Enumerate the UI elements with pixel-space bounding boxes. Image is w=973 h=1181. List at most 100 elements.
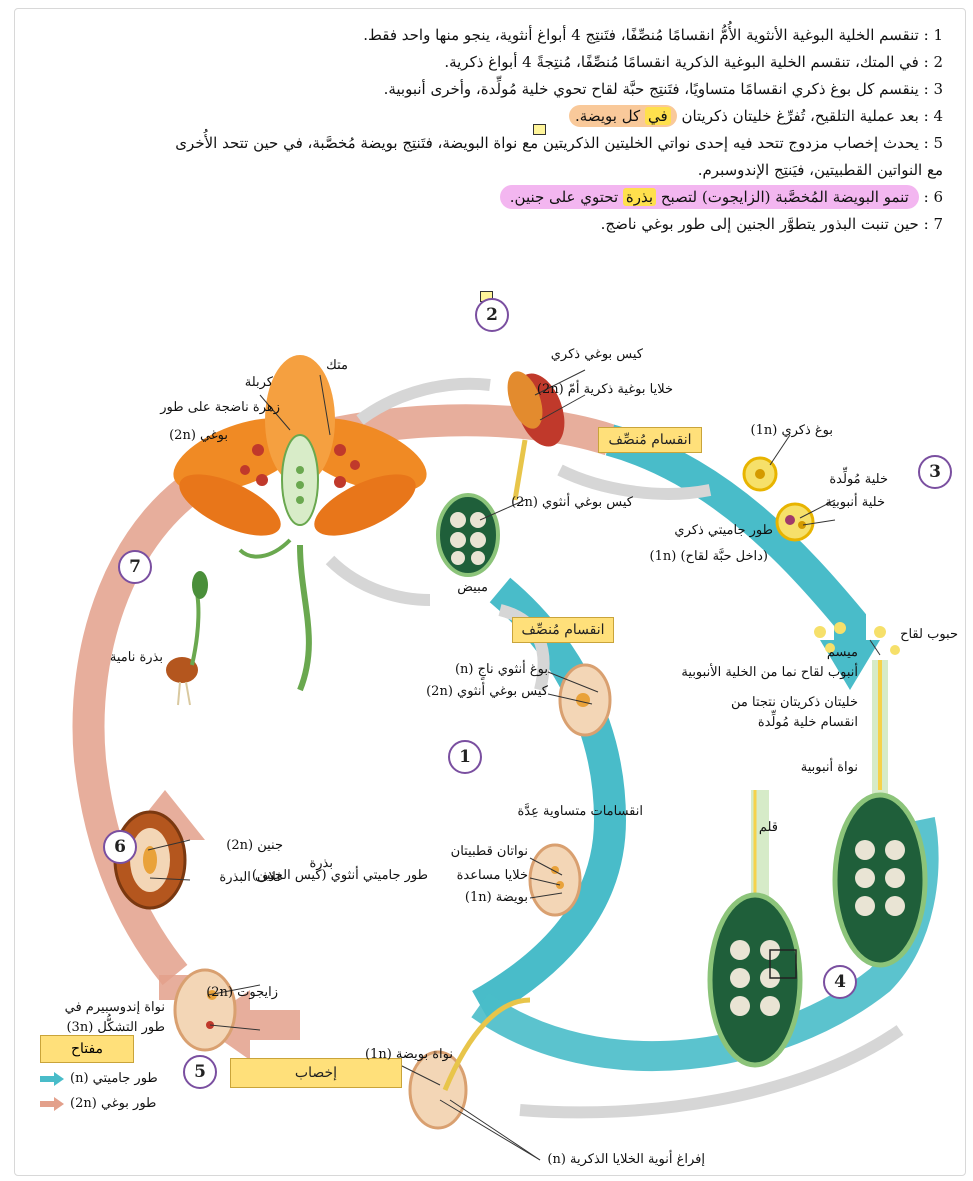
label-polar-nuclei: نواتان قطبيتان <box>450 844 528 859</box>
grey-arrow-2 <box>325 555 431 606</box>
label-mitoses: انقسامات متساوية عِدَّة <box>517 804 644 819</box>
legend: مفتاح طور جاميتي (n) طور بوغي (2n) <box>40 1035 170 1111</box>
label-male-sac: كيس بوغي ذكري <box>550 347 643 362</box>
legend-gametophyte-label: طور جاميتي (n) <box>70 1071 158 1086</box>
label-zygote: زايجوت (2n) <box>206 985 278 1000</box>
step-text: يحدث إخصاب مزدوج تتحد فيه إحدى نواتي الخ… <box>175 134 919 152</box>
label-stigma: ميسم <box>826 645 858 660</box>
legend-sporophyte-arrow-icon <box>40 1096 64 1111</box>
meiosis-box-male: انقسام مُنصِّف <box>598 427 702 453</box>
step-number: 5 : <box>923 134 943 152</box>
step-number: 1 : <box>923 26 943 44</box>
legend-gametophyte-arrow-icon <box>40 1071 64 1086</box>
step-5: 5 : يحدث إخصاب مزدوج تتحد فيه إحدى نواتي… <box>13 130 943 184</box>
grey-arrow-1 <box>356 377 491 425</box>
step-number: 6 : <box>923 188 943 206</box>
label-anther: متك <box>326 358 348 373</box>
label-two-male-cells-2: انقسام خلية مُولِّدة <box>757 715 858 730</box>
label-male-gametophyte-2: (داخل حبَّة لقاح) (1n) <box>649 549 768 564</box>
label-tube-cell: خلية أنبوبية <box>825 495 885 510</box>
leader-lines <box>147 369 881 1161</box>
step-2: 2 : في المتك، تنقسم الخلية البوغية الذكر… <box>13 49 943 76</box>
step-7: 7 : حين تنبت البذور يتطوَّر الجنين إلى ط… <box>13 211 943 238</box>
ovule-3 <box>408 997 531 1130</box>
label-male-gametophyte: طور جاميتي ذكري <box>674 523 773 538</box>
stage-badge-2: 2 <box>475 298 509 332</box>
label-release-nuclei: إفراغ أنوية الخلايا الذكرية (n) <box>547 1152 705 1167</box>
pistil-illustration <box>814 622 928 968</box>
pistil-fertilization <box>707 790 803 1068</box>
step-number: 7 : <box>923 215 943 233</box>
label-endosperm-2: طور التشكُّل (3n) <box>66 1020 165 1035</box>
label-egg-nucleus: نواة بويضة (1n) <box>364 1047 453 1062</box>
step-text: تنقسم الخلية البوغية الأنثوية الأُمُّ ان… <box>363 26 919 44</box>
label-embryo: جنين (2n) <box>226 838 283 853</box>
stage-badge-4: 4 <box>823 965 857 999</box>
grey-arrow-5 <box>519 1025 904 1119</box>
stage-badge-6: 6 <box>103 830 137 864</box>
highlight-pink: تنمو البويضة المُخصَّبة (الزايجوت) لتصبح… <box>499 185 919 209</box>
legend-sporophyte-label: طور بوغي (2n) <box>70 1096 157 1111</box>
step-1: 1 : تنقسم الخلية البوغية الأنثوية الأُمُ… <box>13 22 943 49</box>
step-text: بعد عملية التلقيح، تُفرِّغ خليتان ذكريتا… <box>676 107 919 125</box>
label-pollen: حبوب لقاح <box>900 627 958 642</box>
meiosis-box-female: انقسام مُنصِّف <box>512 617 614 643</box>
label-tube-nucleus: نواة أنبوبية <box>800 760 858 775</box>
step-text: تحتوي على جنين. <box>509 188 623 206</box>
stage-badge-3: 3 <box>918 455 952 489</box>
stage-badge-5: 5 <box>183 1055 217 1089</box>
step-text: حين تنبت البذور يتطوَّر الجنين إلى طور ب… <box>600 215 919 233</box>
ovary-illustration <box>436 493 500 577</box>
flower-illustration <box>173 355 427 692</box>
label-egg: بويضة (1n) <box>464 890 528 905</box>
highlight-orange: في كل بويضة. <box>569 105 677 127</box>
label-helper-cells: خلايا مساعدة <box>456 868 528 883</box>
label-style: قلم <box>758 820 778 835</box>
label-ovary: مبيض <box>457 580 488 595</box>
stage-badge-1: 1 <box>448 740 482 774</box>
highlight-yellow: في <box>644 107 671 125</box>
stage-badge-7: 7 <box>118 550 152 584</box>
figure-frame <box>14 8 966 1176</box>
label-carpel: كربلة <box>244 375 273 390</box>
label-male-mother-cells: خلايا بوغية ذكرية أمّ (2n) <box>536 382 673 397</box>
highlight-yellow: بذرة <box>622 188 657 206</box>
ovule-1 <box>558 663 612 737</box>
label-female-spore: بوغ أنثوي ناجٍ (n) <box>454 662 548 677</box>
seedling-illustration <box>166 571 208 706</box>
grey-arrow-3 <box>557 464 712 500</box>
pollen-grain-cell <box>775 502 815 542</box>
label-seed-coat: غلاف البذرة <box>219 870 283 885</box>
step-number: 2 : <box>923 53 943 71</box>
gametophyte-arc-female <box>472 577 627 1019</box>
label-mature-flower: زهرة ناضجة على طور <box>160 400 280 415</box>
gametophyte-arc-male <box>605 424 866 650</box>
steps-list: 1 : تنقسم الخلية البوغية الأنثوية الأُمُ… <box>13 22 943 238</box>
label-mature-flower-2: بوغي (2n) <box>169 428 228 443</box>
label-generative-cell: خلية مُولِّدة <box>829 472 888 487</box>
ovule-2 <box>528 843 582 917</box>
step-text-line2: مع النواتين القطبيتين، فيَنتِج الإندوسبر… <box>697 161 943 179</box>
label-pollen-tube: أنبوب لقاح نما من الخلية الأنبوبية <box>681 665 858 680</box>
label-female-gametophyte: طور جاميتي أنثوي (كيس الجنين) <box>251 868 428 883</box>
fertilization-box: إخصاب <box>230 1058 402 1088</box>
label-seed: بذرة <box>309 856 333 871</box>
gametophyte-arrow-head <box>820 640 880 690</box>
step-3: 3 : ينقسم كل بوغ ذكري انقسامًا متساويًا،… <box>13 76 943 103</box>
label-seedling: بذرة نامية <box>109 650 163 665</box>
step-number: 4 : <box>923 107 943 125</box>
label-endosperm: نواة إندوسبيرم في <box>64 1000 165 1015</box>
legend-title: مفتاح <box>40 1035 134 1063</box>
zygote-ovule <box>173 968 237 1052</box>
label-two-male-cells: خليتان ذكريتان نتجتا من <box>731 695 858 710</box>
legend-item-gametophyte: طور جاميتي (n) <box>40 1071 170 1086</box>
step-text: تنمو البويضة المُخصَّبة (الزايجوت) لتصبح <box>656 188 909 206</box>
step-4: 4 : بعد عملية التلقيح، تُفرِّغ خليتان ذك… <box>13 103 943 130</box>
male-sporangium <box>507 371 565 501</box>
label-female-sac-2: كيس بوغي أنثوي (2n) <box>426 684 548 699</box>
label-female-sac: كيس بوغي أنثوي (2n) <box>511 495 633 510</box>
step-text: كل بويضة. <box>575 107 645 125</box>
comment-note-icon[interactable] <box>533 124 546 135</box>
